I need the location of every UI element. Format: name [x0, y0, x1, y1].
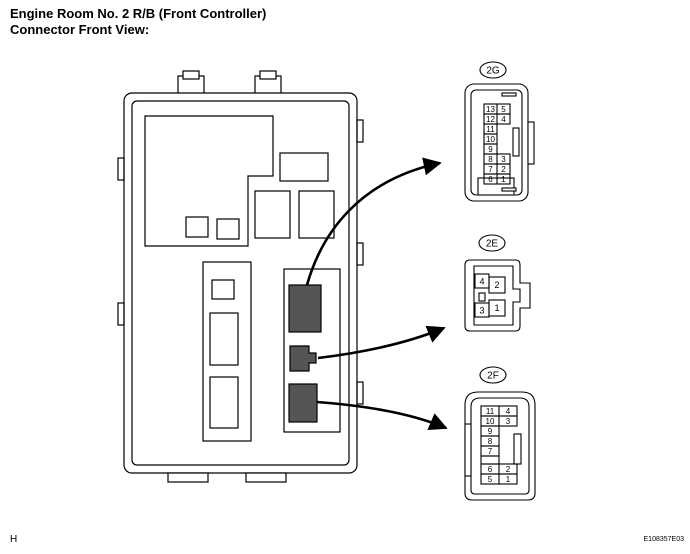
diagram-title: Engine Room No. 2 R/B (Front Controller)	[10, 6, 267, 21]
pin-2g-9: 9	[488, 145, 493, 154]
pin-2g-6: 6	[488, 175, 493, 184]
pin-2f-11: 11	[486, 407, 495, 416]
pin-2g-1: 1	[501, 175, 506, 184]
pin-2f-1: 1	[506, 475, 511, 484]
relay-slot-b	[298, 190, 335, 239]
label-bubble-2g	[479, 61, 507, 79]
pin-2g-8: 8	[488, 155, 493, 164]
housing-2e	[464, 259, 531, 332]
arrow-to-2g	[305, 157, 442, 286]
footer-left-mark: H	[10, 534, 18, 545]
label-2f: 2F	[487, 371, 499, 382]
label-2g: 2G	[486, 66, 500, 77]
label-bubble-2f	[479, 366, 507, 384]
diagram-subtitle: Connector Front View:	[10, 22, 150, 37]
block-housing-outer	[123, 92, 358, 474]
pin-2e-1: 1	[494, 303, 499, 313]
pin-2f-9: 9	[488, 427, 493, 436]
pin-2g-7: 7	[488, 165, 493, 174]
socket-2g	[288, 284, 322, 333]
pin-2g-5: 5	[501, 105, 506, 114]
connector-2f: 2F 11 4 10 3 9 8 7 6 2 5 1	[464, 366, 536, 501]
pin-2g-12: 12	[486, 115, 495, 124]
pin-2f-3: 3	[506, 417, 511, 426]
leader-arrows	[305, 157, 448, 430]
connector-2e: 2E 4 2 3 1	[464, 234, 531, 332]
pin-2g-2: 2	[501, 165, 506, 174]
pin-2f-7: 7	[488, 447, 493, 456]
block-bottom-tabs	[167, 472, 287, 483]
figure-code: E108357E03	[643, 536, 684, 543]
pin-2g-4: 4	[501, 115, 506, 124]
label-bubble-2e	[478, 234, 506, 252]
block-top-tabs	[177, 70, 282, 95]
small-slot-b	[216, 218, 240, 240]
relay-block	[117, 70, 364, 483]
fuse-column-slot-2	[209, 312, 239, 366]
arrow-to-2e	[317, 325, 446, 360]
block-upper-area	[144, 115, 274, 247]
pin-2g-11: 11	[486, 125, 495, 134]
label-2e: 2E	[486, 239, 499, 250]
pin-2g-13: 13	[486, 105, 495, 114]
pin-2f-10: 10	[486, 417, 495, 426]
pin-2f-8: 8	[488, 437, 493, 446]
pin-2f-4: 4	[506, 407, 511, 416]
fuse-slot-a	[279, 152, 329, 182]
connector-2g: 2G 13 5 12 4 11 10 9 8 3 7 2	[464, 61, 535, 202]
small-slot-a	[185, 216, 209, 238]
pin-2f-5: 5	[488, 475, 493, 484]
fuse-column	[202, 261, 252, 442]
pin-2f-6: 6	[488, 465, 493, 474]
block-housing-inner	[131, 100, 350, 466]
arrow-to-2f	[316, 400, 448, 430]
pin-2e-2: 2	[494, 280, 499, 290]
pin-2f-2: 2	[506, 465, 511, 474]
connector-sockets	[288, 284, 322, 423]
pin-2g-3: 3	[501, 155, 506, 164]
block-side-tabs	[117, 119, 364, 405]
pin-2e-4: 4	[479, 277, 484, 287]
pin-2e-3: 3	[479, 306, 484, 316]
relay-slot-a	[254, 190, 291, 239]
socket-2e	[289, 345, 317, 372]
fuse-column-slot-3	[209, 376, 239, 429]
fuse-column-slot-1	[211, 279, 235, 300]
pin-2g-10: 10	[486, 135, 495, 144]
socket-2f	[288, 383, 318, 423]
